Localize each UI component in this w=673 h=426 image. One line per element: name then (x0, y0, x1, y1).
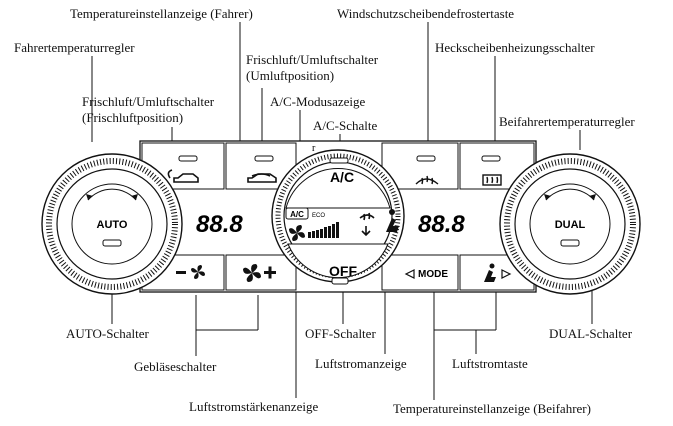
label-rear-defrost: Heckscheibenheizungsschalter (435, 40, 595, 55)
mode-person-icon (484, 263, 496, 282)
label-windshield-defrost: Windschutzscheibendefrostertaste (337, 6, 515, 21)
windshield-defrost-icon (415, 175, 439, 185)
r-mark: r (312, 143, 316, 154)
label-dual-switch: DUAL-Schalter (549, 326, 633, 341)
ac-button[interactable] (285, 168, 391, 209)
ac-mode-indicator-box (285, 207, 309, 220)
passenger-temp-display: 88.8 (418, 211, 465, 238)
rear-defrost-icon (482, 174, 502, 186)
ac-button-label: A/C (330, 169, 354, 185)
auto-button[interactable]: AUTO (97, 219, 128, 231)
recirculation-car-icon (247, 173, 277, 183)
label-temp-display-driver: Temperatureinstellanzeige (Fahrer) (70, 6, 253, 21)
mode-button-label: MODE (418, 269, 448, 280)
label-off-switch: OFF-Schalter (305, 326, 376, 341)
blower-increase-icon (243, 264, 276, 282)
airflow-indicator-icon (359, 212, 375, 237)
label-recirc-fresh-2: (Frischluftposition) (82, 110, 184, 125)
label-recirc-fresh-1: Frischluft/Umluftschalter (82, 94, 215, 109)
display-fan-icon (289, 225, 305, 241)
label-ac-switch: A/C-Schalte (313, 118, 378, 133)
label-recirc-recirc-2: (Umluftposition) (246, 68, 335, 83)
label-auto-switch: AUTO-Schalter (66, 326, 149, 341)
label-airflow-button: Luftstromtaste (452, 356, 528, 371)
driver-temp-knob[interactable] (41, 153, 183, 295)
mode-right-arrow-icon (501, 269, 512, 279)
label-airflow-strength: Luftstromstärkenanzeige (189, 399, 319, 414)
mode-left-arrow-icon (404, 269, 415, 279)
fresh-air-car-icon (167, 169, 199, 183)
eco-text: ECO (312, 213, 325, 219)
label-airflow-indicator: Luftstromanzeige (315, 356, 407, 371)
label-recirc-recirc-1: Frischluft/Umluftschalter (246, 52, 379, 67)
blower-increase-button[interactable] (225, 254, 297, 291)
blower-decrease-icon (176, 265, 205, 279)
passenger-temp-knob[interactable] (499, 153, 641, 295)
center-ring (271, 149, 405, 285)
dual-button[interactable]: DUAL (555, 219, 586, 231)
ac-mode-text: A/C (290, 210, 304, 219)
airflow-strength-bars (308, 222, 339, 238)
off-button-label: OFF (329, 263, 357, 279)
driver-temp-display: 88.8 (196, 211, 243, 238)
label-ac-mode-indicator: A/C-Modusazeige (270, 94, 366, 109)
seated-person-icon (386, 209, 399, 232)
label-passenger-temp-control: Beifahrertemperaturregler (499, 114, 635, 129)
label-temp-display-passenger: Temperatureinstellanzeige (Beifahrer) (393, 401, 591, 416)
label-driver-temp-control: Fahrertemperaturregler (14, 40, 135, 55)
label-blower-switch: Gebläseschalter (134, 359, 217, 374)
mode-left-button[interactable] (381, 254, 459, 291)
